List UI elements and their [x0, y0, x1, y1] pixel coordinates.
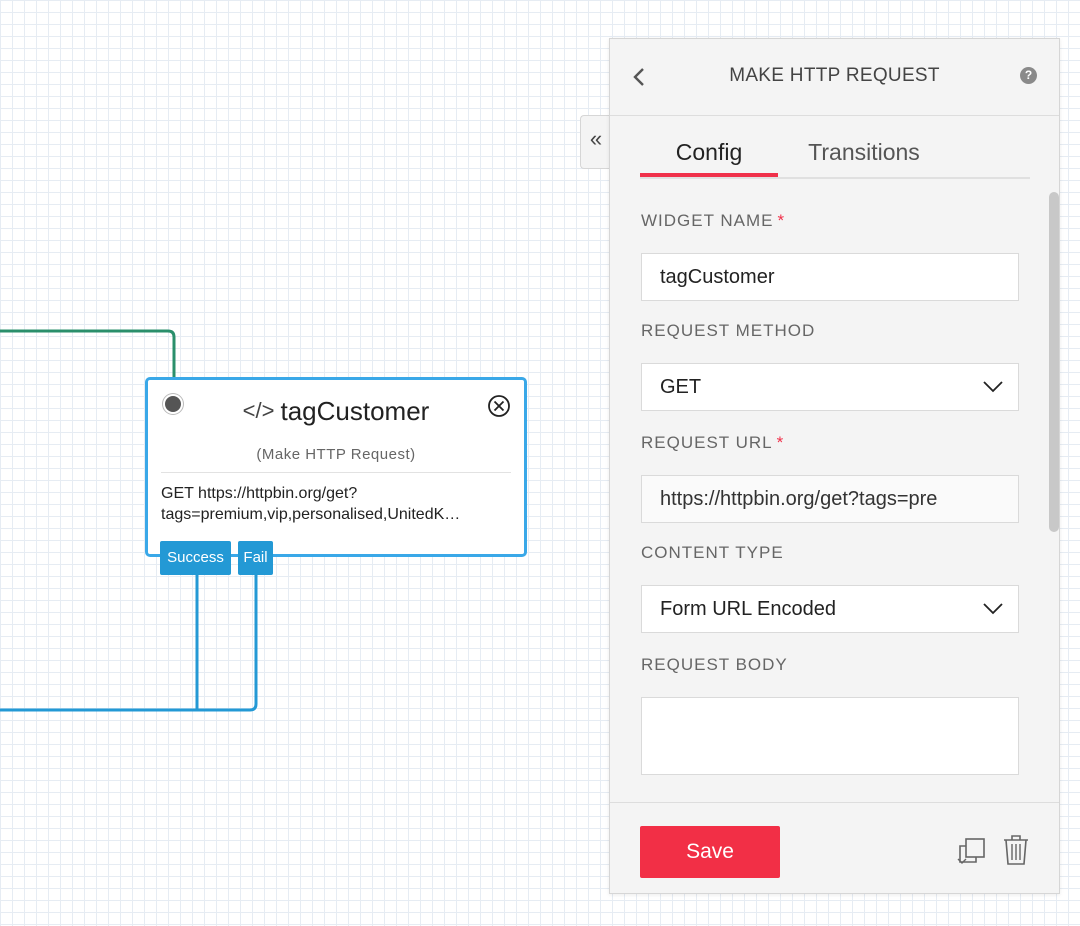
request-method-label: REQUEST METHOD	[641, 321, 816, 340]
panel-title: MAKE HTTP REQUEST	[729, 65, 940, 86]
tab-config[interactable]: Config	[640, 139, 778, 177]
request-body-field[interactable]	[641, 697, 1019, 775]
widget-node[interactable]: </>tagCustomer (Make HTTP Request) GET h…	[145, 377, 527, 557]
fail-transition-tag[interactable]: Fail	[238, 541, 273, 575]
request-method-select[interactable]: GET	[641, 363, 1019, 411]
widget-title-row: </>tagCustomer	[148, 396, 524, 427]
widget-divider	[161, 472, 511, 473]
fail-wire	[0, 575, 258, 712]
connection-handle[interactable]	[165, 396, 181, 412]
content-type-label: CONTENT TYPE	[641, 543, 784, 562]
panel-footer: Save	[610, 802, 1059, 893]
widget-body-line2: tags=premium,vip,personalised,UnitedK…	[161, 506, 461, 523]
widget-name-label: WIDGET NAME*	[641, 211, 786, 230]
panel-tabs: Config Transitions	[640, 139, 1030, 179]
content-type-select[interactable]: Form URL Encoded	[641, 585, 1019, 633]
tab-transitions[interactable]: Transitions	[808, 139, 920, 165]
success-wire	[0, 575, 199, 712]
request-url-label: REQUEST URL*	[641, 433, 785, 452]
collapse-panel-button[interactable]: «	[580, 115, 611, 169]
widget-subtitle: (Make HTTP Request)	[256, 446, 416, 463]
config-panel: MAKE HTTP REQUEST ? Config Transitions W…	[609, 38, 1060, 894]
close-icon[interactable]	[488, 395, 510, 417]
panel-scrollbar[interactable]	[1049, 192, 1059, 532]
request-url-field[interactable]: https://httpbin.org/get?tags=pre	[641, 475, 1019, 523]
panel-header: MAKE HTTP REQUEST ?	[610, 39, 1059, 116]
widget-body: GET https://httpbin.org/get? tags=premiu…	[161, 483, 511, 525]
back-icon[interactable]	[630, 66, 650, 88]
request-body-label: REQUEST BODY	[641, 655, 788, 674]
widget-body-line1: GET https://httpbin.org/get?	[161, 485, 358, 502]
incoming-wire	[0, 329, 176, 388]
save-button[interactable]: Save	[640, 826, 780, 878]
success-transition-tag[interactable]: Success	[160, 541, 231, 575]
trash-icon[interactable]	[1003, 834, 1029, 866]
help-icon[interactable]: ?	[1020, 67, 1037, 84]
chevron-down-icon	[983, 603, 1003, 615]
chevron-down-icon	[983, 381, 1003, 393]
double-chevron-left-icon: «	[589, 126, 603, 151]
duplicate-icon[interactable]	[955, 835, 987, 867]
code-icon: </>	[242, 398, 275, 423]
widget-name-field[interactable]: tagCustomer	[641, 253, 1019, 301]
widget-title: tagCustomer	[280, 396, 430, 426]
